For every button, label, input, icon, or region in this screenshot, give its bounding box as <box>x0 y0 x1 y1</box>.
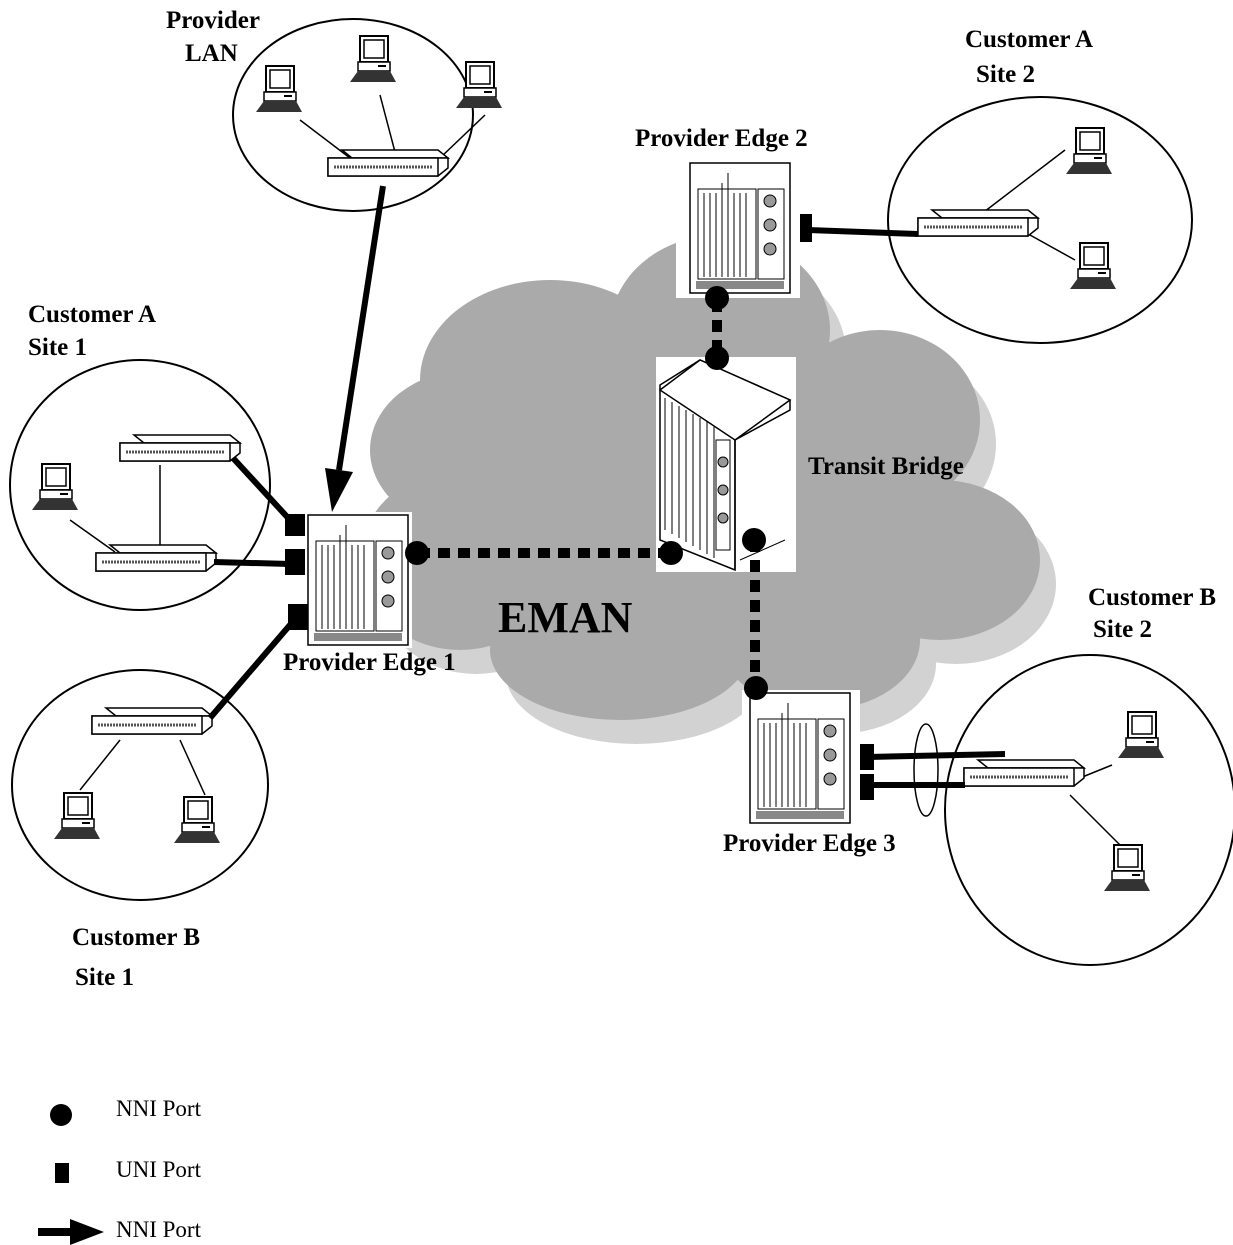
customer-a-site1-label: Customer A <box>28 301 156 328</box>
legend-uni-label: UNI Port <box>116 1157 202 1182</box>
customer-b-site2-circle <box>944 654 1233 966</box>
legend-nni-circle-icon <box>50 1104 72 1126</box>
customer-a-site2-circle <box>887 96 1193 344</box>
provider-lan-label: LAN <box>185 40 238 67</box>
provider-lan-label: Provider <box>166 7 260 34</box>
transit-bridge-label: Transit Bridge <box>808 453 964 480</box>
customer-b-site2-label: Customer B <box>1088 584 1216 611</box>
legend-nni-arrow-label: NNI Port <box>116 1217 202 1242</box>
site-links <box>69 94 1121 846</box>
legend: NNI Port UNI Port NNI Port <box>38 1096 202 1245</box>
customer-b-site1-label: Site 1 <box>75 964 134 991</box>
provider-edge-2-label: Provider Edge 2 <box>635 125 808 152</box>
customer-a-site2-label: Site 2 <box>976 61 1035 88</box>
customer-a-site1-switch-icon <box>118 433 242 463</box>
legend-uni-square-icon <box>55 1163 69 1183</box>
legend-nni-arrow-icon <box>38 1219 104 1245</box>
customer-a-site1-label: Site 1 <box>28 334 87 361</box>
link-aggregation-ring <box>913 723 939 817</box>
provider-edge-1-label: Provider Edge 1 <box>283 649 456 676</box>
customer-b-site2-switch-icon <box>962 758 1086 788</box>
customer-a-site2-switch-icon <box>916 208 1040 238</box>
nni-ports <box>405 286 768 700</box>
transit-bridge-device-icon <box>656 357 796 572</box>
provider-edge-3-device-icon <box>749 692 851 824</box>
legend-nni-label: NNI Port <box>116 1096 202 1121</box>
uni-ports <box>285 214 874 800</box>
provider-edge-3-label: Provider Edge 3 <box>723 830 896 857</box>
uni-links <box>207 227 1006 788</box>
provider-edge-2-device-icon <box>689 162 791 294</box>
customer-a-site2-label: Customer A <box>965 26 1093 53</box>
customer-b-site1-label: Customer B <box>72 924 200 951</box>
provider-lan-circle <box>232 18 474 212</box>
nni-arrow-link <box>325 185 386 512</box>
customer-b-site1-switch-icon <box>90 706 214 736</box>
customer-a-site1-switch-icon <box>94 543 218 573</box>
customer-b-site2-label: Site 2 <box>1093 616 1152 643</box>
provider-lan-switch-icon <box>326 148 450 178</box>
eman-label: EMAN <box>498 593 633 642</box>
customer-b-site1-circle <box>11 669 269 901</box>
provider-edge-1-device-icon <box>307 514 409 646</box>
